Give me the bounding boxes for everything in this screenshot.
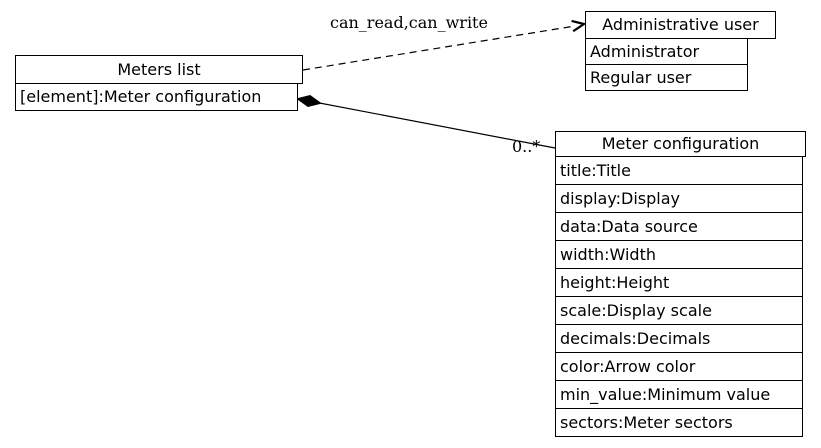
dependency-arrowhead-icon <box>571 19 587 33</box>
node-meter-configuration-attribute-row: title:Title <box>555 156 803 185</box>
node-meter-configuration-attribute-row: decimals:Decimals <box>555 324 803 353</box>
node-meter-configuration-attribute-row: scale:Display scale <box>555 296 803 325</box>
node-meters-list: Meters list [element]:Meter configuratio… <box>15 55 303 111</box>
node-administrative-user-attribute-row: Regular user <box>585 64 748 91</box>
node-meters-list-title: Meters list <box>15 55 303 84</box>
node-meters-list-attribute-row: [element]:Meter configuration <box>15 83 298 111</box>
edge-label-can-read-can-write: can_read,can_write <box>330 13 488 32</box>
node-administrative-user-title: Administrative user <box>585 11 776 39</box>
node-meter-configuration-attribute-row: data:Data source <box>555 212 803 241</box>
node-meter-configuration-attribute-row: sectors:Meter sectors <box>555 408 803 437</box>
node-meter-configuration: Meter configuration title:Title display:… <box>555 131 806 437</box>
node-meter-configuration-attribute-row: height:Height <box>555 268 803 297</box>
node-meter-configuration-title: Meter configuration <box>555 131 806 157</box>
node-meter-configuration-attribute-row: color:Arrow color <box>555 352 803 381</box>
node-administrative-user-attribute-row: Administrator <box>585 38 748 65</box>
node-meter-configuration-attribute-row: display:Display <box>555 184 803 213</box>
dependency-edge-line <box>302 25 573 71</box>
node-meter-configuration-attribute-row: min_value:Minimum value <box>555 380 803 409</box>
node-administrative-user: Administrative user Administrator Regula… <box>585 11 776 91</box>
node-meter-configuration-attribute-row: width:Width <box>555 240 803 269</box>
edge-label-multiplicity: 0..* <box>512 137 541 156</box>
